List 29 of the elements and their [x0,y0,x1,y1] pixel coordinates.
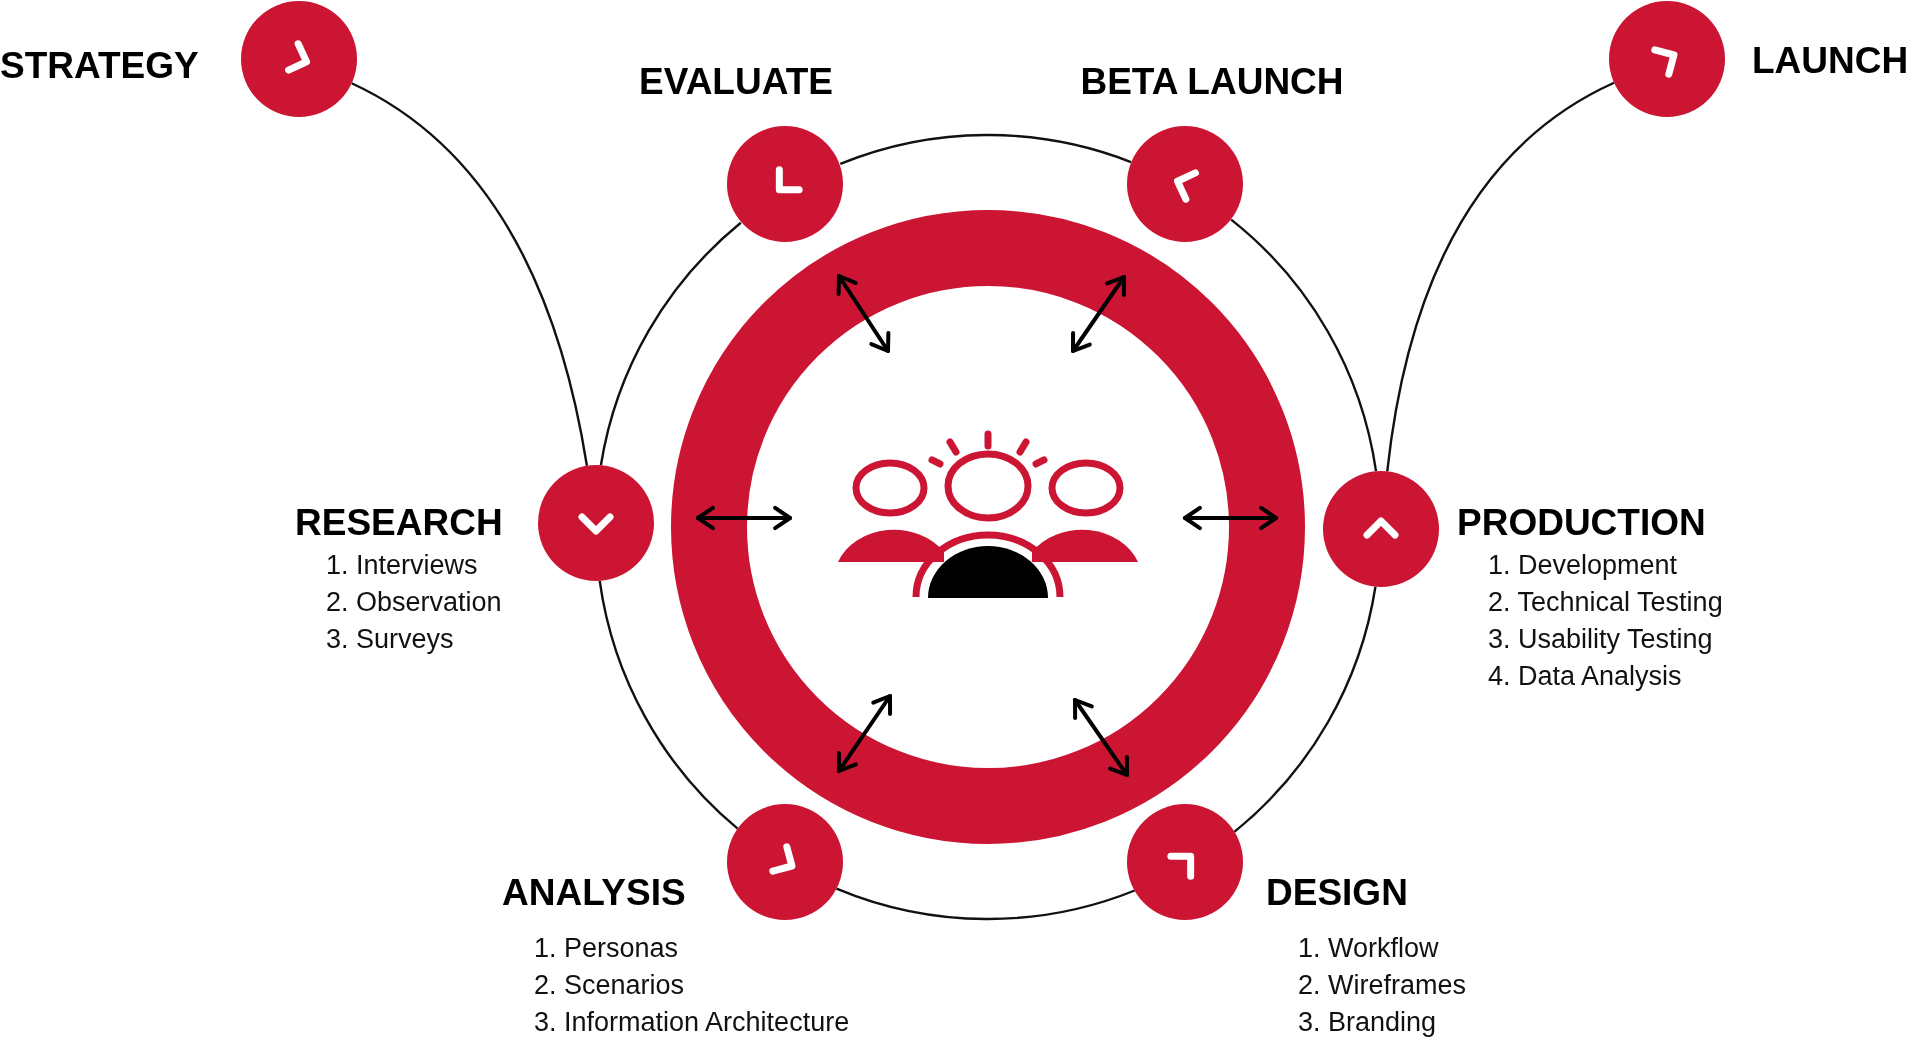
connector-line [598,580,739,830]
step-heading: DESIGN [1266,871,1408,915]
connector-line [1233,586,1377,833]
list-item: 4. Data Analysis [1488,660,1682,692]
list-item: 1. Workflow [1298,932,1439,964]
list-item: 1. Development [1488,549,1678,581]
step-heading: RESEARCH [295,501,503,545]
connector-line [836,887,1136,920]
list-item: 2. Technical Testing [1488,586,1723,618]
list-item: 3. Branding [1298,1006,1437,1038]
step-heading: EVALUATE [639,60,833,104]
list-item: 2. Observation [326,586,502,618]
step-heading: LAUNCH [1752,39,1909,83]
list-item: 1. Interviews [326,549,478,581]
step-heading: STRATEGY [0,44,199,88]
list-item: 3. Information Architecture [534,1006,850,1038]
connector-line [599,221,742,466]
step-heading: ANALYSIS [502,871,686,915]
list-item: 1. Personas [534,932,679,964]
list-item: 3. Usability Testing [1488,623,1713,655]
step-heading: BETA LAUNCH [1080,60,1344,104]
connector-line [839,133,1132,166]
connector-line [351,82,589,466]
connector-line [1386,81,1615,472]
connector-line [1230,218,1378,472]
list-item: 3. Surveys [326,623,454,655]
list-item: 2. Scenarios [534,969,685,1001]
list-item: 2. Wireframes [1298,969,1467,1001]
step-heading: PRODUCTION [1457,501,1706,545]
